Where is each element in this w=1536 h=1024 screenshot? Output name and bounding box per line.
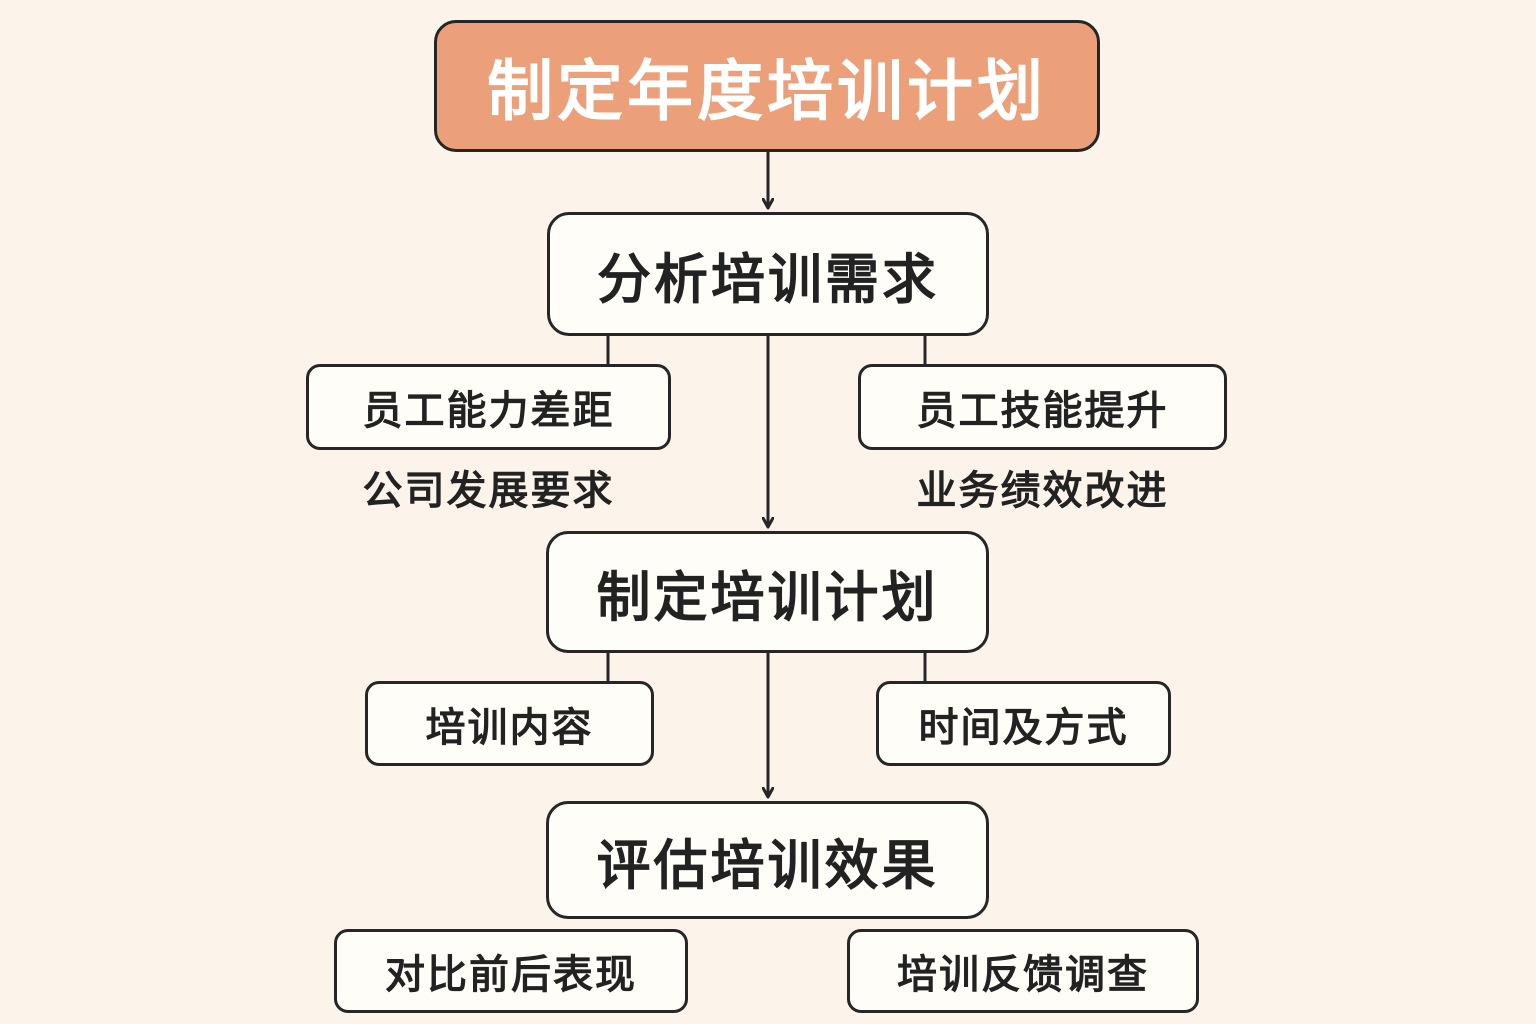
step-analyze-needs: 分析培训需求 [547,212,989,336]
item-feedback-survey: 培训反馈调查 [847,929,1199,1013]
step-evaluate-effect: 评估培训效果 [546,801,989,919]
item-compare-performance: 对比前后表现 [334,929,688,1013]
note-business-performance: 业务绩效改进 [916,468,1169,514]
item-training-content: 培训内容 [365,681,654,766]
step-make-plan: 制定培训计划 [546,531,989,653]
item-employee-skill-improvement: 员工技能提升 [858,364,1227,450]
note-company-development: 公司发展要求 [362,468,615,514]
item-employee-ability-gap: 员工能力差距 [306,364,671,450]
item-time-and-method: 时间及方式 [876,681,1171,766]
title-box: 制定年度培训计划 [434,20,1100,152]
